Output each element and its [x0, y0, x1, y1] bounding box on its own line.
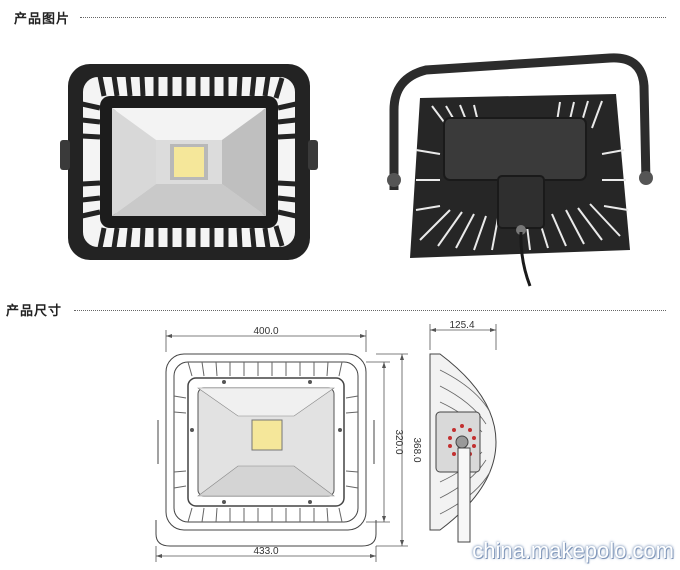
dimensions-section-title: 产品尺寸 [6, 304, 63, 319]
photos-section-title: 产品图片 [14, 12, 71, 27]
led-chip [174, 147, 204, 177]
rear-view-photo [380, 50, 658, 290]
dim-height-total: 368.0 [411, 437, 422, 462]
dim-width-inner: 400.0 [253, 326, 278, 337]
photos-section-header: 产品图片 [0, 8, 680, 28]
watermark: china.makepolo.com [472, 538, 674, 563]
front-view-photo [60, 58, 318, 266]
dimensions-section-header: 产品尺寸 [0, 300, 680, 320]
section-divider [80, 17, 666, 18]
dimension-drawing: 400.0 433.0 320.0 368.0 125.4 [155, 320, 497, 562]
dim-height-inner: 320.0 [393, 429, 404, 454]
dim-depth: 125.4 [449, 320, 474, 331]
dim-width-total: 433.0 [253, 546, 278, 557]
section-divider [74, 310, 666, 311]
